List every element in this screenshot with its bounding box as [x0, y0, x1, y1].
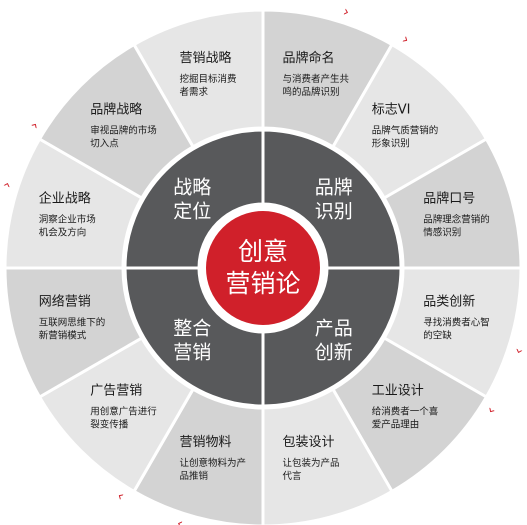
- quadrant-label-4-line1: 整合: [173, 318, 211, 340]
- center-title-line2: 营销论: [225, 269, 300, 298]
- segment-labels: 营销战略挖掘目标消费者需求品牌命名与消费者产生共鸣的品牌识别标志VI品牌气质营销…: [39, 50, 490, 482]
- segment-desc-7-2: 代言: [283, 470, 303, 482]
- quadrant-label-2-line1: 品牌: [315, 176, 353, 198]
- segment-desc-2-1: 与消费者产生共: [283, 73, 350, 85]
- segment-desc-3-1: 品牌气质营销的: [372, 124, 439, 136]
- segment-title-1: 营销战略: [179, 50, 231, 66]
- segment-desc-6-1: 给消费者一个喜: [372, 406, 439, 418]
- quadrant-label-1-line2: 定位: [173, 200, 211, 222]
- chevron-icon-7: ›: [0, 180, 16, 190]
- segment-desc-12-1: 审视品牌的市场: [90, 124, 157, 136]
- segment-title-10: 网络营销: [39, 294, 91, 310]
- segment-desc-5-2: 的空缺: [423, 330, 452, 342]
- quadrant-label-2-line2: 识别: [315, 200, 353, 222]
- chevron-icon-3: ›: [510, 346, 527, 356]
- segment-title-8: 营销物料: [179, 435, 231, 450]
- segment-desc-5-1: 寻找消费者心智: [423, 317, 490, 329]
- segment-desc-2-2: 鸣的品牌识别: [283, 86, 340, 98]
- segment-desc-3-2: 形象识别: [372, 137, 410, 149]
- segment-title-5: 品类创新: [423, 294, 475, 310]
- segment-desc-4-1: 品牌理念营销的: [423, 213, 490, 225]
- segment-desc-1-1: 挖掘目标消费: [179, 73, 236, 85]
- chevron-icon-8: ›: [27, 119, 44, 132]
- quadrant-label-3-line1: 产品: [315, 318, 353, 340]
- segment-desc-9-1: 用创意广告进行: [90, 406, 157, 418]
- segment-desc-10-1: 互联网思维下的: [39, 317, 106, 329]
- chevron-icon-5: ›: [175, 515, 185, 525]
- chevron-icon-2: ›: [399, 32, 412, 49]
- segment-title-4: 品牌口号: [423, 190, 475, 206]
- segment-title-9: 广告营销: [90, 384, 142, 399]
- segment-title-3: 标志VI: [372, 102, 411, 117]
- quadrant-label-1-line1: 战略: [173, 176, 211, 198]
- chevron-icon-4: ›: [483, 404, 500, 417]
- segment-desc-8-1: 让创意物料为产: [179, 457, 246, 469]
- chevron-icon-1: ›: [341, 4, 351, 21]
- segment-desc-12-2: 切入点: [90, 138, 119, 149]
- segment-desc-9-2: 裂变传播: [90, 419, 129, 431]
- segment-desc-7-1: 让包装为产品: [283, 457, 340, 469]
- segment-desc-8-2: 品推销: [179, 470, 208, 482]
- segment-title-7: 包装设计: [283, 435, 335, 450]
- segment-desc-11-1: 洞察企业市场: [39, 213, 96, 225]
- segment-title-6: 工业设计: [372, 384, 424, 399]
- segment-title-11: 企业战略: [39, 190, 91, 206]
- segment-desc-10-2: 新营销模式: [39, 330, 87, 342]
- chevron-icon-6: ›: [114, 488, 127, 505]
- segment-title-2: 品牌命名: [283, 50, 335, 66]
- segment-desc-6-2: 爱产品理由: [372, 419, 420, 431]
- center-title-line1: 创意: [238, 237, 288, 266]
- segment-desc-1-2: 者需求: [179, 86, 208, 98]
- segment-desc-11-2: 机会及方向: [39, 226, 87, 238]
- segment-title-12: 品牌战略: [90, 101, 142, 117]
- segment-desc-4-2: 情感识别: [423, 226, 461, 238]
- quadrant-label-3-line2: 创新: [315, 342, 353, 364]
- quadrant-label-4-line2: 营销: [173, 342, 211, 364]
- center-circle: [206, 211, 320, 325]
- quadrant-ring: [123, 128, 403, 408]
